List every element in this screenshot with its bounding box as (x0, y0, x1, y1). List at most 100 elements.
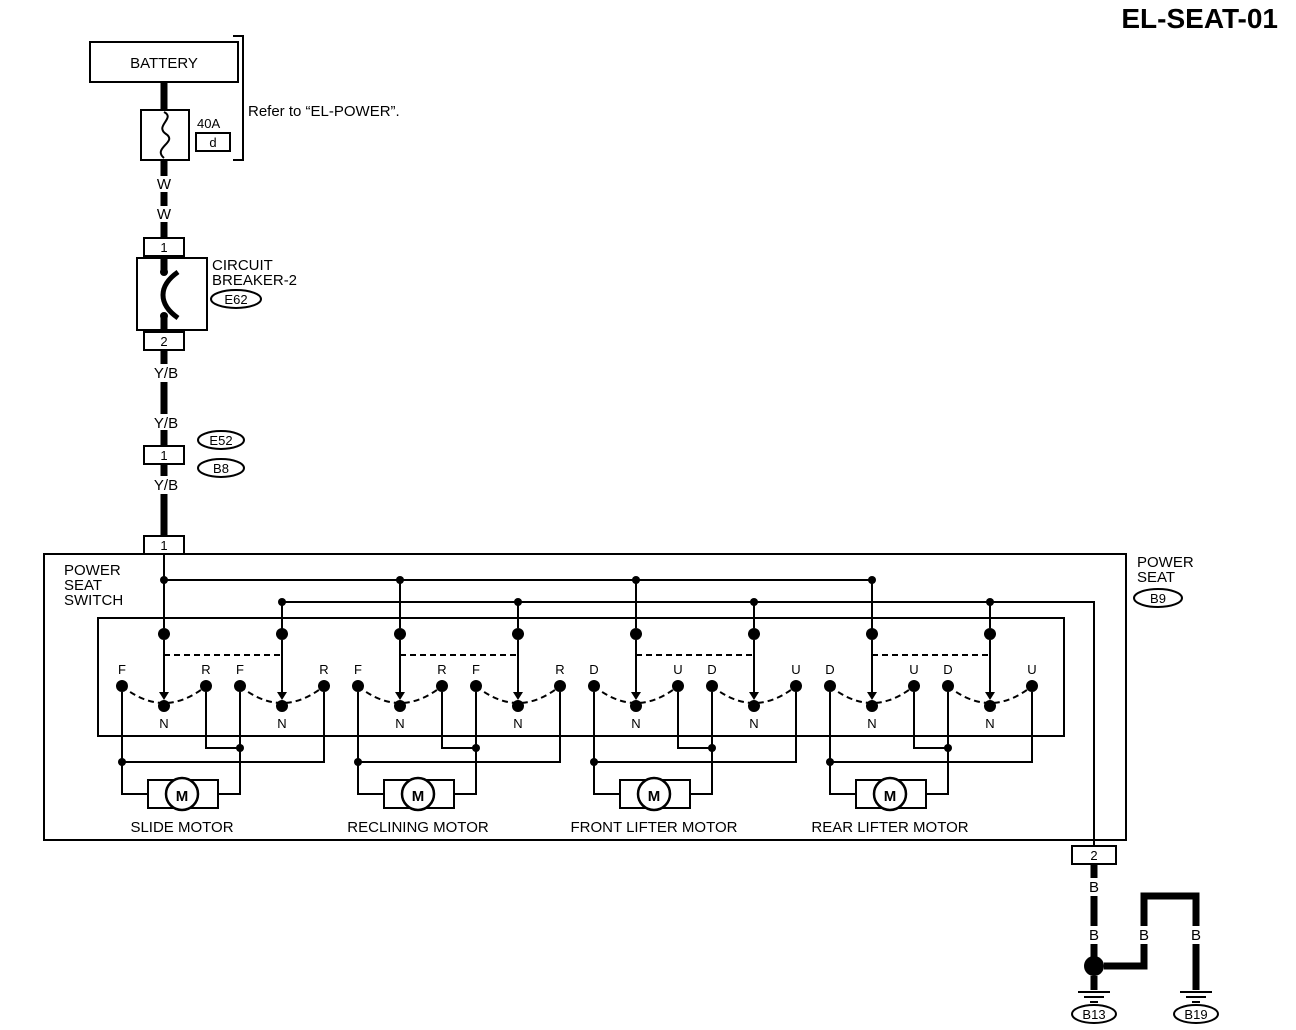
cb-terminal-top (160, 268, 168, 276)
motor-icon (636, 776, 672, 812)
battery-label: BATTERY (130, 55, 198, 72)
fuse-id-box (195, 132, 231, 152)
wire-label-w-2: W (157, 206, 172, 223)
neutral-label: N (277, 716, 286, 731)
joint-connector-oval-lower (197, 458, 245, 478)
bus-junction (986, 598, 994, 606)
power-seat-pin-out: 2 (1090, 848, 1097, 863)
common-terminal (276, 628, 288, 640)
switch-contact (234, 680, 246, 692)
circuit-breaker-icon (160, 269, 180, 321)
motor-icon (872, 776, 908, 812)
common-terminal (866, 628, 878, 640)
contact-label: R (555, 662, 564, 677)
bus-junction (278, 598, 286, 606)
neutral-label: N (159, 716, 168, 731)
wire-label-b-4: B (1191, 927, 1201, 944)
neutral-terminal (866, 700, 878, 712)
ground-connector-oval-b19 (1173, 1004, 1219, 1024)
contact-label: D (825, 662, 834, 677)
ground-connector-b13: B13 (1082, 1007, 1105, 1022)
fuse-icon (159, 111, 171, 159)
ground-icon-b19 (1180, 991, 1212, 1003)
ground-joint (1084, 956, 1104, 976)
bus-junction (396, 576, 404, 584)
neutral-terminal (158, 700, 170, 712)
fuse-box (140, 109, 190, 161)
common-terminal (748, 628, 760, 640)
fuse-id: d (209, 135, 216, 150)
cb-pin-top: 1 (160, 240, 167, 255)
bus-junction (750, 598, 758, 606)
motor-name: REAR LIFTER MOTOR (811, 819, 968, 836)
motor-symbol: M (884, 788, 897, 805)
switch-contact (588, 680, 600, 692)
switch-contact (436, 680, 448, 692)
neutral-label: N (749, 716, 758, 731)
neutral-terminal (512, 700, 524, 712)
joint-connector-pin: 1 (160, 448, 167, 463)
contact-label: U (791, 662, 800, 677)
circuit-breaker-box (136, 257, 208, 331)
page-title: EL-SEAT-01 (1121, 3, 1278, 34)
bus-junction (160, 576, 168, 584)
common-terminal (158, 628, 170, 640)
common-terminal (984, 628, 996, 640)
power-seat-connector: B9 (1150, 591, 1166, 606)
motor-symbol: M (648, 788, 661, 805)
cb-pin-bottom: 2 (160, 334, 167, 349)
contact-label: U (673, 662, 682, 677)
wire-b-link (1104, 944, 1148, 970)
switch-contact (908, 680, 920, 692)
battery-box (89, 41, 239, 83)
contact-label: D (943, 662, 952, 677)
switch-label-1: POWER (64, 562, 121, 579)
contact-label: D (707, 662, 716, 677)
contact-label: F (354, 662, 362, 677)
switch-contact (1026, 680, 1038, 692)
refer-note: Refer to “EL-POWER”. (248, 103, 400, 120)
neutral-terminal (630, 700, 642, 712)
neutral-terminal (748, 700, 760, 712)
contact-label: U (1027, 662, 1036, 677)
power-seat-label-1: POWER (1137, 554, 1194, 571)
switch-contact (824, 680, 836, 692)
neutral-label: N (985, 716, 994, 731)
power-seat-box (43, 553, 1127, 841)
switch-contact (554, 680, 566, 692)
power-seat-label-2: SEAT (1137, 569, 1175, 586)
motor-icon (400, 776, 436, 812)
joint-connector-upper: E52 (209, 433, 232, 448)
neutral-label: N (513, 716, 522, 731)
common-terminal (630, 628, 642, 640)
wire-label-b-3: B (1139, 927, 1149, 944)
cb-connector-oval (210, 289, 262, 309)
cb-label-2: BREAKER-2 (212, 272, 297, 289)
wire-label-b-2: B (1089, 927, 1099, 944)
switch-contact (318, 680, 330, 692)
motor-symbol: M (176, 788, 189, 805)
bus-junction (632, 576, 640, 584)
contact-label: U (909, 662, 918, 677)
refer-bracket (233, 35, 244, 161)
wire-b-loop (1140, 892, 1200, 926)
contact-label: D (589, 662, 598, 677)
common-terminal (512, 628, 524, 640)
neutral-terminal (276, 700, 288, 712)
switch-label-3: SWITCH (64, 592, 123, 609)
neutral-terminal (984, 700, 996, 712)
switch-inner-box (97, 617, 1065, 737)
motor-symbol: M (412, 788, 425, 805)
wire-label-yb-2: Y/B (154, 415, 178, 432)
switch-contact (200, 680, 212, 692)
neutral-label: N (631, 716, 640, 731)
contact-label: F (118, 662, 126, 677)
neutral-terminal (394, 700, 406, 712)
bus-junction (514, 598, 522, 606)
switch-contact (942, 680, 954, 692)
